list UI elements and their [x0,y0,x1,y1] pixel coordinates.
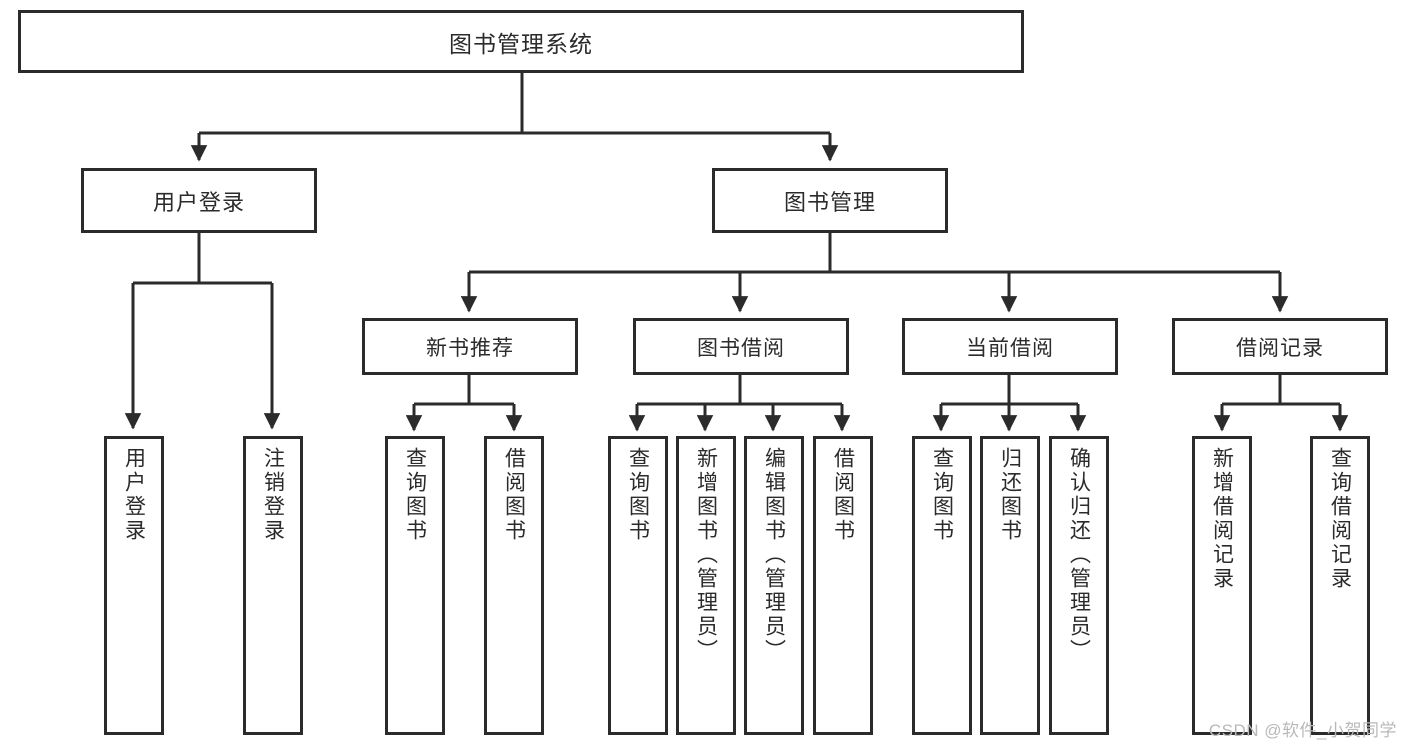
leaf-borrow-query-book-label: 查询图书 [626,447,650,543]
leaf-user-login-login-label: 用户登录 [122,447,146,543]
leaf-user-login-logout[interactable]: 注销登录 [243,436,303,735]
node-root-label: 图书管理系统 [449,30,593,57]
leaf-borrow-borrow-book-label: 借阅图书 [831,447,855,543]
leaf-borrow-add-book-label: 新增图书（管理员） [694,447,718,663]
watermark-text: CSDN @软件_小贺同学 [1208,721,1397,740]
leaf-current-query-book-label: 查询图书 [930,447,954,543]
node-user-login[interactable]: 用户登录 [81,168,317,233]
leaf-record-add[interactable]: 新增借阅记录 [1192,436,1252,735]
node-borrow-record[interactable]: 借阅记录 [1172,318,1388,375]
leaf-new-book-query-label: 查询图书 [403,447,427,543]
leaf-borrow-borrow-book[interactable]: 借阅图书 [813,436,873,735]
node-new-book-recommend[interactable]: 新书推荐 [362,318,578,375]
node-new-book-recommend-label: 新书推荐 [426,336,514,360]
leaf-current-return-book-label: 归还图书 [998,447,1022,543]
node-borrow-record-label: 借阅记录 [1236,336,1324,360]
leaf-current-confirm-return-label: 确认归还（管理员） [1067,447,1091,663]
leaf-borrow-add-book[interactable]: 新增图书（管理员） [676,436,736,735]
leaf-new-book-borrow-label: 借阅图书 [502,447,526,543]
leaf-current-return-book[interactable]: 归还图书 [980,436,1040,735]
node-root[interactable]: 图书管理系统 [18,10,1024,73]
leaf-borrow-edit-book[interactable]: 编辑图书（管理员） [744,436,804,735]
node-user-login-label: 用户登录 [152,189,245,215]
leaf-record-query[interactable]: 查询借阅记录 [1310,436,1370,735]
node-book-borrow[interactable]: 图书借阅 [633,318,849,375]
leaf-user-login-logout-label: 注销登录 [261,447,285,543]
leaf-record-query-label: 查询借阅记录 [1328,447,1352,591]
leaf-new-book-query[interactable]: 查询图书 [385,436,445,735]
leaf-current-confirm-return[interactable]: 确认归还（管理员） [1049,436,1109,735]
node-current-borrow-label: 当前借阅 [966,336,1054,360]
leaf-user-login-login[interactable]: 用户登录 [104,436,164,735]
leaf-current-query-book[interactable]: 查询图书 [912,436,972,735]
node-book-management-label: 图书管理 [783,189,876,215]
leaf-borrow-edit-book-label: 编辑图书（管理员） [762,447,786,663]
node-book-borrow-label: 图书借阅 [697,336,785,360]
node-current-borrow[interactable]: 当前借阅 [902,318,1118,375]
leaf-borrow-query-book[interactable]: 查询图书 [608,436,668,735]
leaf-new-book-borrow[interactable]: 借阅图书 [484,436,544,735]
leaf-record-add-label: 新增借阅记录 [1210,447,1234,591]
node-book-management[interactable]: 图书管理 [712,168,948,233]
